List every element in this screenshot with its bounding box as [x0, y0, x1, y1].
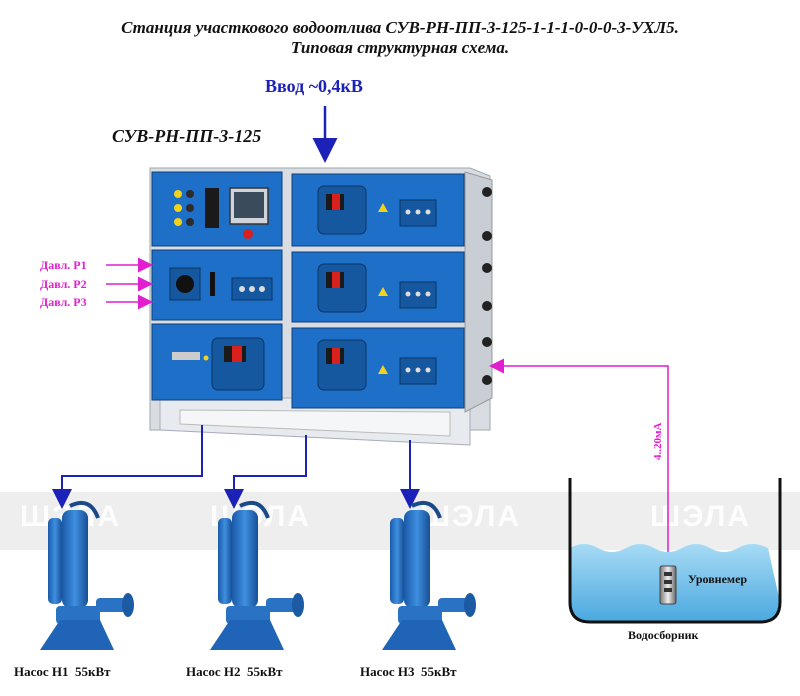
signal-range-label: 4..20мА — [652, 422, 664, 460]
pump-name: Насос Н2 — [186, 664, 241, 679]
watermark-text: ШЭЛА — [420, 500, 522, 533]
watermark-text: ШЭЛА — [650, 500, 752, 533]
emergency-stop-icon — [243, 229, 253, 239]
pump-line-2 — [224, 435, 307, 509]
pressure-label-1: Давл. Р1 — [40, 258, 87, 272]
pump-name: Насос Н1 — [14, 664, 69, 679]
diagram-title: Станция участкового водоотлива СУВ-РН-ПП… — [121, 18, 679, 37]
level-signal-line — [489, 358, 669, 566]
pump-power: 55кВт — [247, 664, 283, 679]
diagram-subtitle: Типовая структурная схема. — [290, 38, 510, 57]
pump-label-3: Насос Н3 55кВт — [360, 664, 457, 680]
pump-line-1 — [52, 425, 203, 509]
tank-label: Водосборник — [628, 628, 699, 642]
pump-power: 55кВт — [75, 664, 111, 679]
pump-power: 55кВт — [421, 664, 457, 679]
pump-1-icon — [40, 501, 134, 650]
pressure-label-3: Давл. Р3 — [40, 295, 87, 309]
pump-3-icon — [382, 501, 476, 650]
pump-2-icon — [210, 501, 304, 650]
level-sensor-label: Уровнемер — [688, 572, 748, 586]
control-cabinet — [149, 167, 493, 446]
pump-name: Насос Н3 — [360, 664, 415, 679]
pump-label-2: Насос Н2 55кВт — [186, 664, 283, 680]
power-input-label: Ввод ~0,4кВ — [265, 76, 363, 96]
station-model-label: СУВ-РН-ПП-3-125 — [112, 126, 262, 146]
pressure-label-2: Давл. Р2 — [40, 277, 87, 291]
pump-label-1: Насос Н1 55кВт — [14, 664, 111, 680]
level-sensor-icon — [659, 565, 677, 605]
